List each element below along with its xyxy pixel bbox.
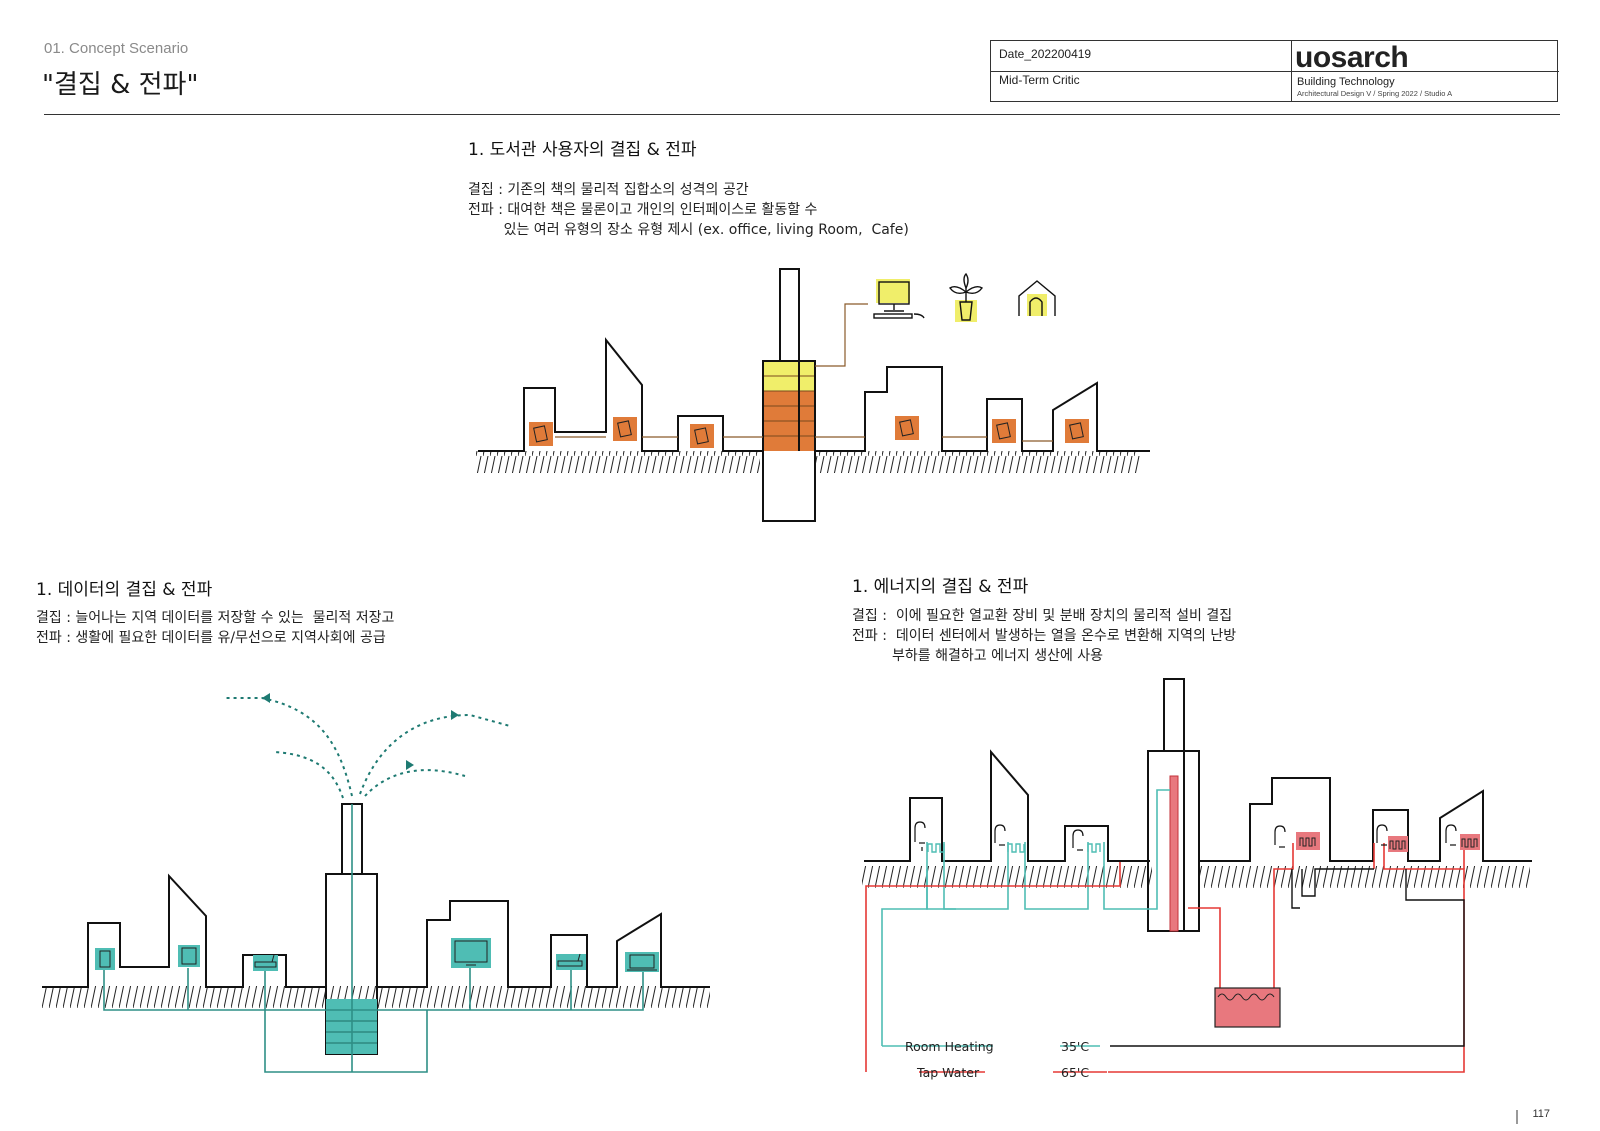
library-tower-base bbox=[762, 360, 816, 522]
tap-water-temp: 65'C bbox=[1061, 1065, 1089, 1080]
building-outline-left bbox=[478, 337, 762, 452]
book-icon bbox=[529, 422, 553, 446]
router-icon bbox=[253, 954, 278, 971]
building-outline-right bbox=[1200, 777, 1532, 862]
room-heating-temp: 35'C bbox=[1061, 1039, 1089, 1054]
shower-icon bbox=[1445, 824, 1457, 846]
ground-hatch bbox=[476, 451, 760, 473]
shower-icon bbox=[994, 824, 1006, 846]
heat-exchanger-column bbox=[1169, 775, 1179, 932]
monitor-icon bbox=[451, 938, 491, 968]
shower-icon bbox=[1274, 825, 1286, 848]
radiator-icon bbox=[1296, 832, 1320, 850]
radiator-icon bbox=[1087, 843, 1101, 853]
room-heating-label: Room Heating bbox=[905, 1039, 994, 1054]
data-diagram bbox=[40, 693, 710, 1073]
energy-section-title: 1. 에너지의 결집 & 전파 bbox=[852, 577, 1029, 597]
shower-icon bbox=[914, 821, 926, 851]
tap-water-label: Tap Water bbox=[916, 1065, 980, 1080]
data-section-title: 1. 데이터의 결집 & 전파 bbox=[36, 580, 213, 600]
library-desc-line-2: 전파 : 대여한 책은 물론이고 개인의 인터페이스로 활동할 수 bbox=[468, 202, 818, 218]
uosarch-logo: uosarch bbox=[1295, 41, 1409, 74]
computer-icon bbox=[873, 279, 925, 319]
phone-icon bbox=[95, 948, 115, 970]
date-label: Date_202200419 bbox=[999, 47, 1092, 61]
energy-diagram bbox=[862, 678, 1532, 1073]
ground-hatch bbox=[1200, 866, 1530, 888]
book-icon bbox=[1065, 419, 1089, 443]
book-icon bbox=[992, 419, 1016, 443]
library-desc-line-3: 있는 여러 유형의 장소 유형 제시 (ex. office, living R… bbox=[468, 222, 909, 238]
radiator-icon bbox=[1460, 834, 1480, 850]
ground-hatch bbox=[815, 451, 1141, 473]
energy-desc-line-2: 전파 : 데이터 센터에서 발생하는 열을 온수로 변환해 지역의 난방 bbox=[852, 628, 1237, 644]
title-block: Date_202200419 Mid-Term Critic uosarch B… bbox=[990, 40, 1559, 102]
house-icon bbox=[1018, 280, 1056, 316]
data-desc-line-2: 전파 : 생활에 필요한 데이터를 유/무선으로 지역사회에 공급 bbox=[36, 630, 386, 646]
data-desc-line-1: 결집 : 늘어나는 지역 데이터를 저장할 수 있는 물리적 저장고 bbox=[36, 610, 395, 626]
radiator-icon bbox=[927, 843, 945, 853]
wireless-arcs bbox=[225, 697, 511, 799]
building-outline-right bbox=[377, 900, 710, 988]
building-outline-right bbox=[815, 366, 1150, 452]
water-tank-icon bbox=[1214, 987, 1281, 1028]
shower-icon bbox=[1072, 829, 1084, 851]
building-outline-left bbox=[42, 873, 326, 988]
energy-desc-line-3: 부하를 해결하고 에너지 생산에 사용 bbox=[852, 648, 1104, 664]
router-icon bbox=[556, 953, 586, 970]
header-divider bbox=[44, 114, 1560, 115]
room-heating-pipes bbox=[881, 789, 1170, 1047]
concept-label: 01. Concept Scenario bbox=[44, 40, 189, 57]
building-outline-left bbox=[864, 749, 1150, 862]
library-diagram bbox=[476, 268, 1150, 522]
plant-icon bbox=[948, 272, 984, 322]
book-icon bbox=[690, 424, 714, 448]
page-number: 117 bbox=[1532, 1108, 1550, 1120]
tablet-icon bbox=[178, 945, 200, 967]
book-icon bbox=[895, 416, 919, 440]
title-block-divider-h bbox=[991, 71, 1559, 72]
ground-hatch bbox=[862, 866, 1152, 888]
ground-hatch bbox=[40, 986, 710, 1008]
radiator-icon bbox=[1007, 843, 1025, 853]
radiator-icon bbox=[1388, 836, 1408, 852]
shower-icon bbox=[1376, 824, 1388, 846]
energy-desc-line-1: 결집 : 이에 필요한 열교환 장비 및 분배 장치의 물리적 설비 결집 bbox=[852, 608, 1233, 624]
library-section-title: 1. 도서관 사용자의 결집 & 전파 bbox=[468, 140, 697, 160]
laptop-icon bbox=[625, 952, 659, 972]
book-icon bbox=[613, 417, 637, 441]
course-label: Architectural Design V / Spring 2022 / S… bbox=[1297, 89, 1453, 98]
building-technology-label: Building Technology bbox=[1297, 76, 1395, 88]
arc-arrowheads bbox=[262, 693, 459, 770]
page-title: "결집 & 전파" bbox=[42, 70, 199, 100]
tap-water-pipes bbox=[865, 843, 1465, 1073]
network-lines bbox=[103, 804, 644, 1073]
critic-label: Mid-Term Critic bbox=[999, 73, 1080, 87]
library-desc-line-1: 결집 : 기존의 책의 물리적 집합소의 성격의 공간 bbox=[468, 182, 749, 198]
